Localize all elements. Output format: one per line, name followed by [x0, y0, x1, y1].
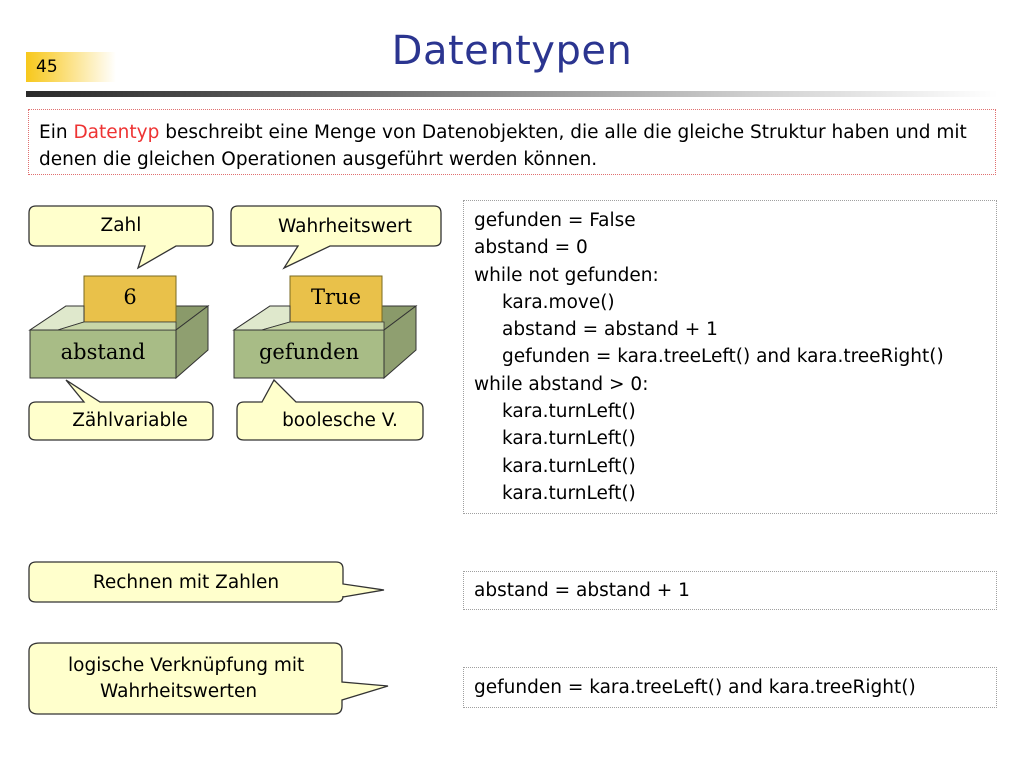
box-abstand-rim: [30, 321, 177, 331]
code-line: kara.turnLeft(): [502, 482, 636, 504]
code-line: while not gefunden:: [474, 264, 659, 286]
callout-logik-shape: [28, 642, 389, 715]
box-gefunden-content: True: [311, 285, 361, 309]
variable-box-abstand: [28, 275, 210, 380]
callout-wahrheitswert: Wahrheitswert: [278, 216, 412, 237]
callout-logik-line2: Wahrheitswerten: [100, 681, 258, 702]
callout-rechnen-shape: [28, 561, 385, 603]
callout-zaehlvariable-shape: [28, 379, 214, 441]
code-line: abstand = abstand + 1: [474, 580, 690, 601]
variable-box-gefunden: [232, 275, 418, 380]
box-abstand-content: 6: [123, 285, 137, 309]
box-abstand-card: [83, 275, 177, 323]
callout-boolesche: boolesche V.: [282, 410, 398, 431]
page-title: Datentypen: [391, 28, 633, 74]
code-block-arith: abstand = abstand + 1: [463, 571, 997, 610]
code-line: gefunden = kara.treeLeft() and kara.tree…: [474, 677, 916, 698]
callout-zaehlvariable: Zählvariable: [72, 410, 188, 431]
callout-boolesche-shape: [236, 378, 424, 441]
callout-logik: logische Verknüpfung mit Wahrheitswerten: [40, 653, 340, 705]
box-gefunden-label: gefunden: [258, 340, 360, 364]
code-line: gefunden = kara.treeLeft() and kara.tree…: [502, 346, 944, 368]
definition-text-after: beschreibt eine Menge von Datenobjekten,…: [39, 122, 967, 170]
code-line: kara.turnLeft(): [502, 455, 636, 477]
code-line: while abstand > 0:: [474, 373, 649, 395]
code-line: kara.move(): [502, 291, 615, 313]
code-block-main: gefunden = False abstand = 0 while not g…: [463, 200, 997, 514]
callout-zahl: Zahl: [100, 215, 142, 236]
definition-text-before: Ein: [39, 122, 74, 143]
code-line: abstand = 0: [474, 237, 588, 259]
callout-logik-line1: logische Verknüpfung mit: [68, 655, 305, 676]
code-block-logic: gefunden = kara.treeLeft() and kara.tree…: [463, 667, 997, 708]
page-number: 45: [26, 52, 116, 82]
definition-box: Ein Datentyp beschreibt eine Menge von D…: [28, 109, 996, 175]
code-line: kara.turnLeft(): [502, 401, 636, 423]
callout-rechnen: Rechnen mit Zahlen: [92, 572, 280, 593]
callout-wahrheitswert-shape: [230, 205, 442, 270]
box-gefunden-card: [289, 275, 383, 323]
code-line: gefunden = False: [474, 210, 636, 231]
title-divider: [26, 91, 998, 97]
box-gefunden-front: [233, 329, 385, 379]
box-abstand-label: abstand: [60, 340, 146, 364]
callout-zahl-shape: [28, 205, 214, 270]
definition-term: Datentyp: [73, 122, 160, 143]
code-line: abstand = abstand + 1: [502, 319, 718, 341]
code-line: kara.turnLeft(): [502, 428, 636, 450]
box-abstand-front: [29, 329, 177, 379]
box-gefunden-rim: [234, 321, 385, 331]
